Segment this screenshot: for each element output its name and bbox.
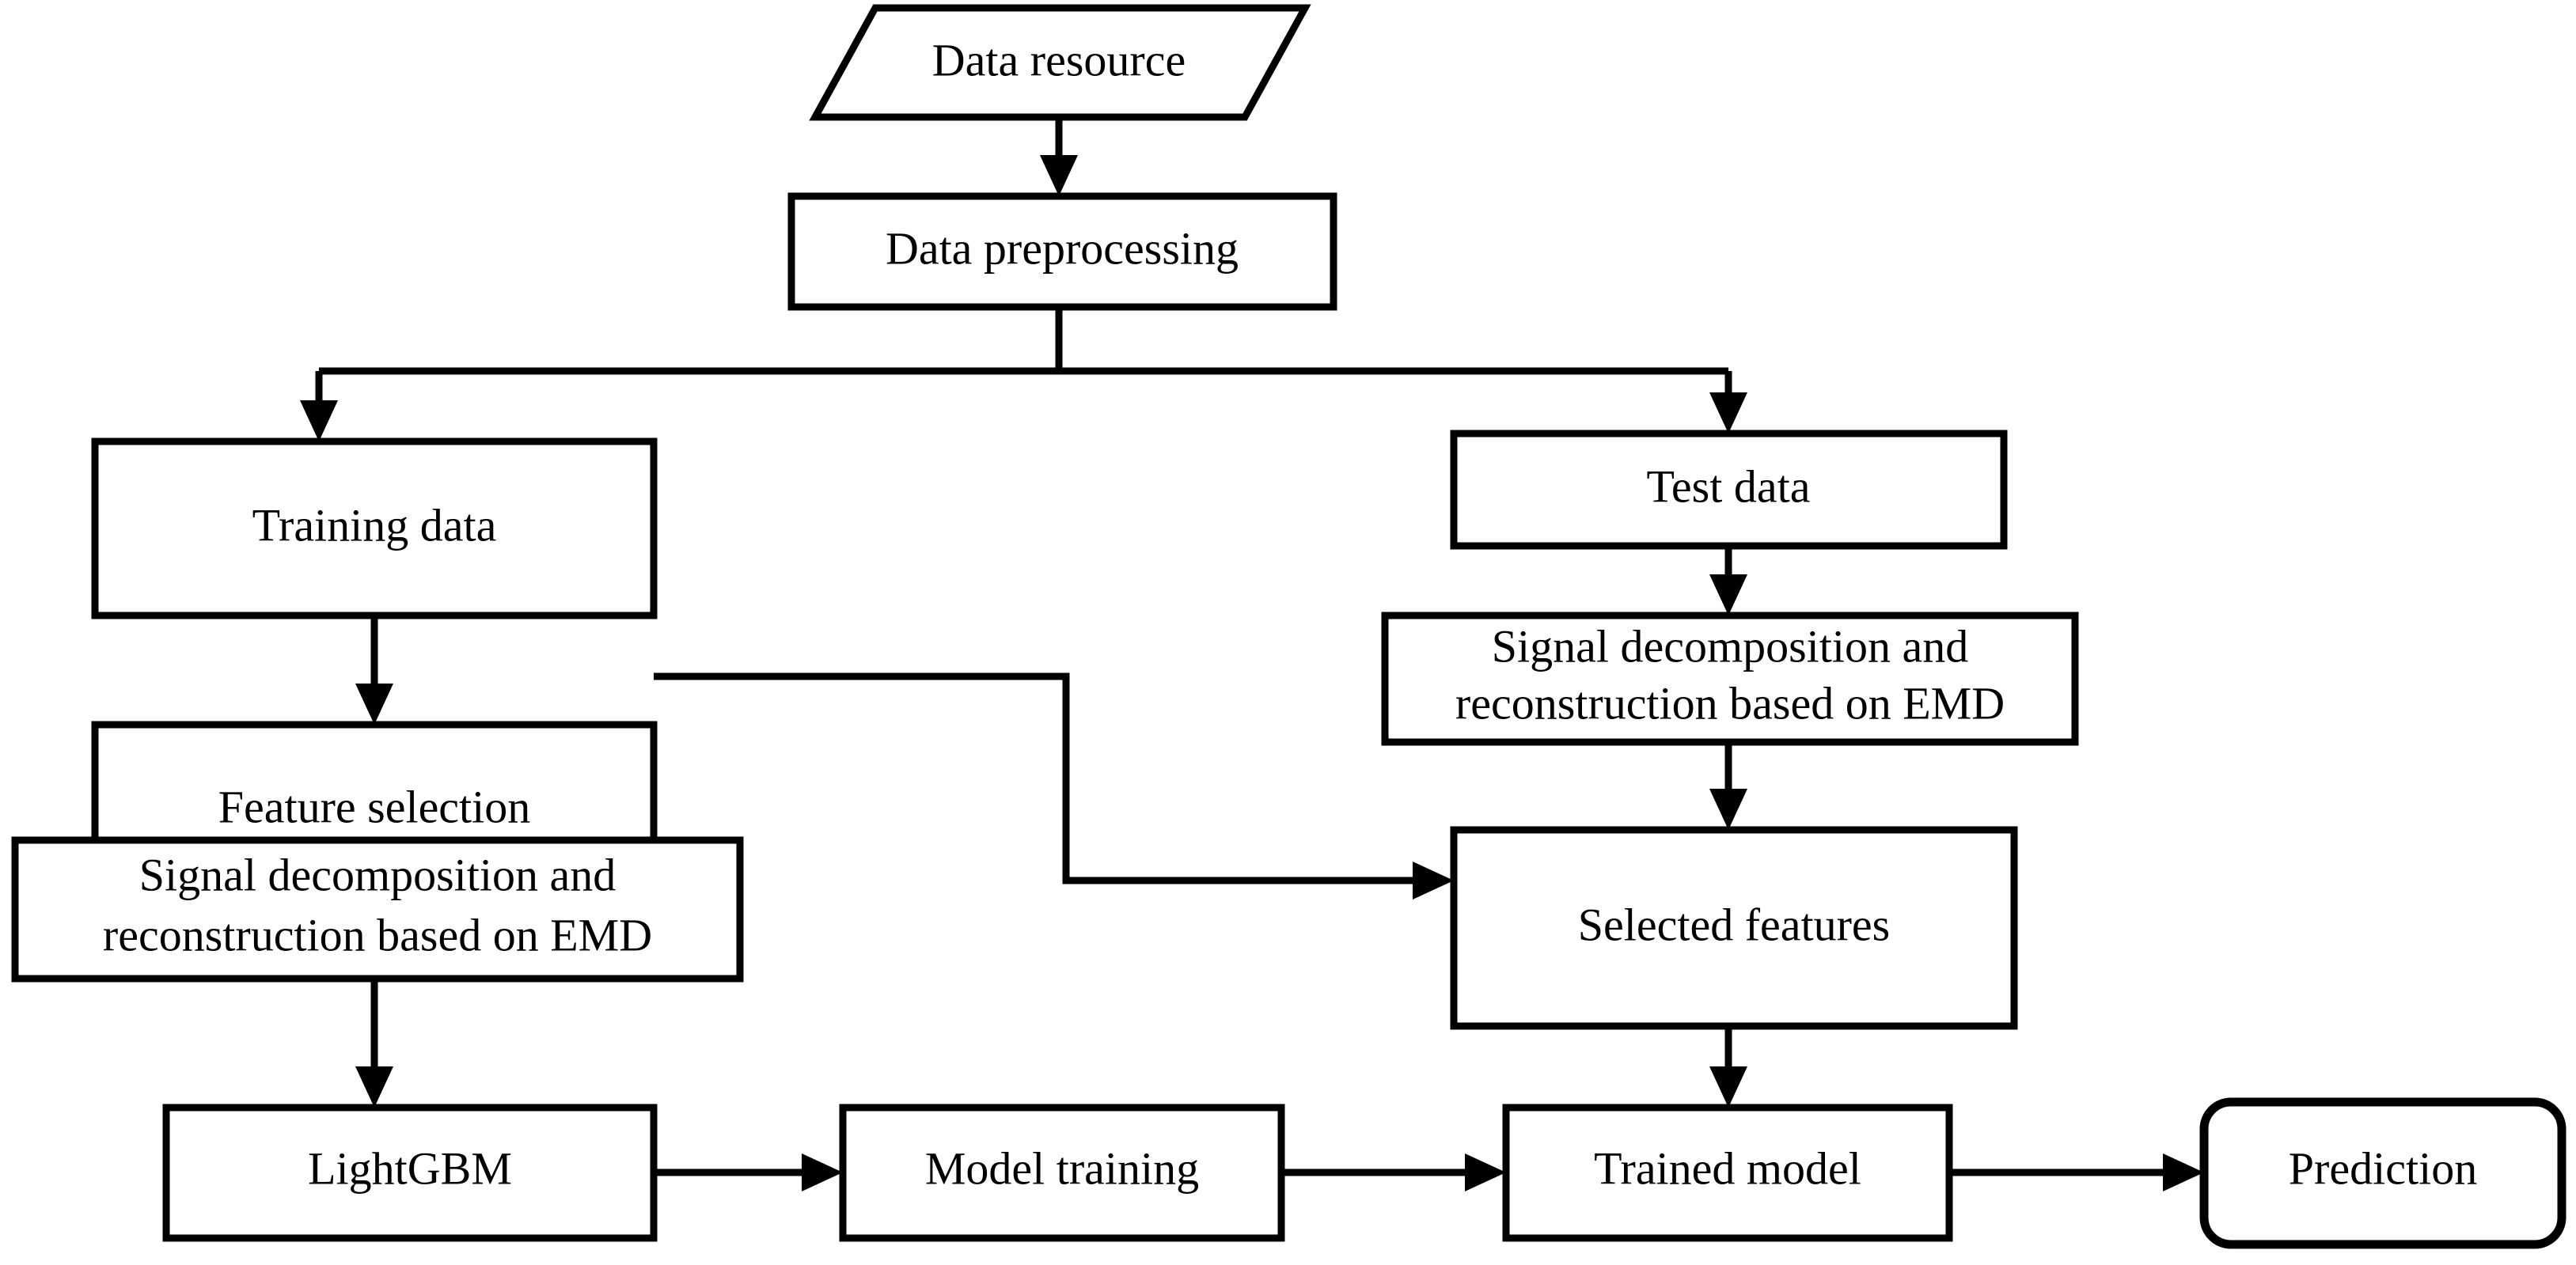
node-data-preprocessing[interactable]: Data preprocessing	[787, 192, 1337, 311]
node-trained-model[interactable]: Trained model	[1502, 1104, 1953, 1242]
edge-test-data-to-emd-test	[1709, 546, 1747, 615]
node-data-preprocessing-label: Data preprocessing	[886, 222, 1239, 274]
edge-feature-selection-to-selected-features	[654, 672, 1454, 900]
edge-lightgbm-to-model-training	[654, 1153, 843, 1191]
node-selected-features-label: Selected features	[1578, 899, 1891, 950]
node-prediction-label: Prediction	[2289, 1142, 2477, 1194]
node-training-data-label: Training data	[252, 499, 497, 551]
node-test-data-label: Test data	[1647, 460, 1811, 512]
node-prediction[interactable]: Prediction	[2199, 1097, 2567, 1249]
edge-split-to-training-data	[300, 371, 338, 441]
edge-emd-train-bottom-to-lightgbm-top	[355, 979, 393, 1108]
node-emd-train-label-line2: reconstruction based on EMD	[103, 909, 652, 960]
node-emd-test-label-line1: Signal decomposition and	[1492, 620, 1969, 672]
node-emd-train-label-line1: Signal decomposition and	[139, 849, 616, 900]
node-feature-selection-label: Feature selection	[218, 781, 531, 832]
node-training-data[interactable]: Training data	[91, 437, 658, 619]
node-test-data[interactable]: Test data	[1450, 430, 2008, 550]
node-selected-features[interactable]: Selected features	[1450, 826, 2018, 1030]
edge-training-data-to-feature-selection	[355, 615, 393, 725]
edge-data-preprocessing-split	[319, 307, 1728, 375]
node-lightgbm[interactable]: LightGBM	[162, 1104, 658, 1242]
node-model-training-label: Model training	[925, 1142, 1199, 1194]
node-emd-train[interactable]: Signal decomposition and reconstruction …	[11, 836, 744, 983]
node-data-resource[interactable]: Data resource	[809, 4, 1311, 121]
node-emd-test[interactable]: Signal decomposition and reconstruction …	[1381, 612, 2079, 746]
node-data-resource-label: Data resource	[932, 34, 1186, 85]
edge-data-resource-to-data-preprocessing	[1040, 117, 1078, 196]
edge-model-training-to-trained-model	[1281, 1153, 1506, 1191]
node-lightgbm-label: LightGBM	[308, 1142, 512, 1194]
node-emd-test-label-line2: reconstruction based on EMD	[1455, 677, 2005, 729]
edge-trained-model-to-prediction	[1949, 1153, 2204, 1191]
edge-split-to-test-data	[1709, 371, 1747, 434]
edge-emd-test-to-selected-features	[1709, 742, 1747, 830]
edge-selected-features-to-trained-model	[1709, 1026, 1747, 1108]
node-trained-model-label: Trained model	[1594, 1142, 1861, 1194]
node-model-training[interactable]: Model training	[839, 1104, 1285, 1242]
